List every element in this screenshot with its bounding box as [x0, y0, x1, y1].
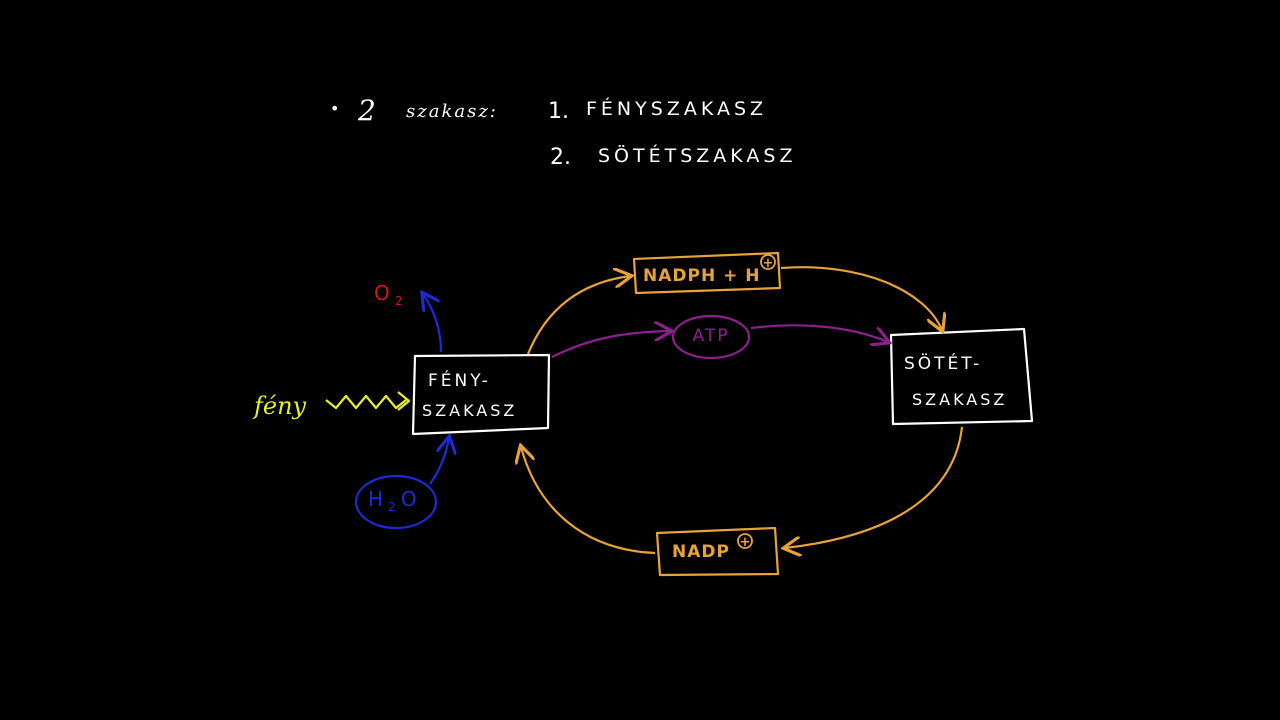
oxygen-label: O 2 — [374, 281, 402, 308]
dark-stage-border — [889, 327, 1034, 426]
header-bullet: • — [330, 99, 339, 118]
oxygen-output: O 2 — [374, 281, 443, 353]
water-subscript: 2 — [388, 500, 396, 514]
nadph-border — [632, 251, 782, 295]
light-stage-line1: FÉNY- — [428, 369, 491, 391]
header-item-2-label: SÖTÉTSZAKASZ — [598, 144, 797, 167]
nadph-box: NADPH + H + — [632, 251, 782, 295]
arrow-dark-to-nadp — [785, 426, 964, 548]
light-wave-arrowhead — [397, 391, 411, 411]
dark-stage-line2: SZAKASZ — [912, 390, 1007, 409]
arrow-light-to-nadph — [526, 276, 630, 355]
water-input: H 2 O — [354, 438, 449, 530]
light-input: fény — [252, 391, 411, 420]
nadp-box: NADP + — [655, 526, 780, 577]
orange-cycle-arrows — [521, 266, 964, 555]
header-item-1-number: 1. — [548, 99, 569, 124]
header-notes: • 2 szakasz: 1. FÉNYSZAKASZ 2. SÖTÉTSZAK… — [330, 94, 797, 170]
header-count: 2 — [357, 94, 376, 127]
nadp-label: NADP — [672, 542, 730, 562]
arrow-water-to-light — [429, 438, 449, 485]
header-word: szakasz: — [406, 101, 498, 122]
nadph-charge-circle — [760, 254, 776, 270]
water-border — [354, 474, 438, 530]
header-item-2-number: 2. — [550, 145, 571, 170]
arrow-light-to-oxygen — [423, 294, 443, 353]
header-item-1-label: FÉNYSZAKASZ — [586, 97, 767, 120]
nadp-charge-circle — [737, 533, 753, 549]
light-label: fény — [252, 392, 307, 420]
arrow-light-to-atp — [551, 331, 670, 358]
water-symbol-h: H — [368, 487, 383, 511]
light-stage-border — [411, 353, 551, 436]
atp-label: ATP — [693, 326, 730, 346]
oxygen-subscript: 2 — [395, 294, 403, 308]
arrow-nadph-to-dark — [780, 266, 942, 330]
nadp-border — [655, 526, 780, 577]
dark-stage-box: SÖTÉT- SZAKASZ — [889, 327, 1034, 426]
nadp-charge: + — [740, 535, 751, 550]
water-label: H 2 O — [368, 487, 417, 515]
light-stage-box: FÉNY- SZAKASZ — [411, 353, 551, 436]
arrow-nadp-to-light — [521, 447, 656, 555]
oxygen-symbol: O — [374, 281, 390, 305]
purple-atp-arrows — [551, 324, 888, 358]
atp-node: ATP — [671, 314, 751, 360]
arrow-atp-to-dark — [750, 324, 888, 342]
dark-stage-line1: SÖTÉT- — [904, 352, 982, 374]
light-wave-arrow — [325, 394, 407, 410]
nadph-label: NADPH + H — [643, 266, 761, 286]
nadph-charge: + — [763, 256, 774, 271]
light-stage-line2: SZAKASZ — [422, 401, 517, 420]
water-symbol-o: O — [401, 487, 417, 511]
